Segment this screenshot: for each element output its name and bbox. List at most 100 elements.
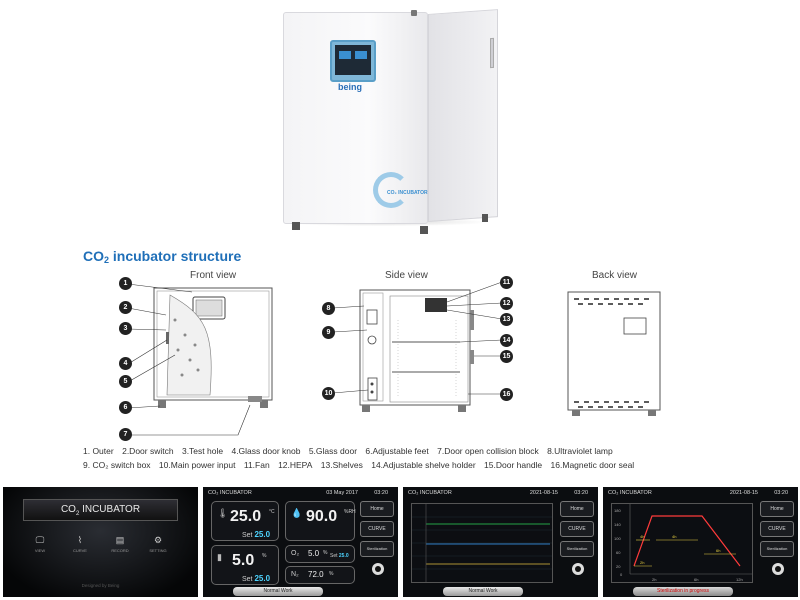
badge-16: 16 xyxy=(500,388,513,401)
co2-value: 5.0 xyxy=(232,552,255,569)
side-view-label: Side view xyxy=(385,270,428,281)
badge-12: 12 xyxy=(500,297,513,310)
record-icon: ▤ xyxy=(115,535,125,545)
curve-button[interactable]: CURVE xyxy=(560,521,594,537)
temperature-setpoint: Set 25.0 xyxy=(242,530,271,539)
co2-setpoint: Set 25.0 xyxy=(242,574,271,583)
dashboard-title-bar: CO₂ INCUBATOR 03 May 2017 03:20 xyxy=(203,487,398,499)
y-tick: 60 xyxy=(616,550,621,555)
back-view-label: Back view xyxy=(592,270,638,281)
humidity-unit: %RH xyxy=(344,509,356,515)
legend-item: 12.HEPA xyxy=(278,460,313,470)
y-tick: 140 xyxy=(614,522,621,527)
n2-tile[interactable]: N₂ 72.0 % xyxy=(285,566,355,584)
legend-item: 13.Shelves xyxy=(320,460,363,470)
touchscreen-display xyxy=(335,45,371,75)
sterilization-date: 2021-08-15 xyxy=(729,490,758,496)
temperature-tile[interactable]: 🌡 25.0 °C Set 25.0 xyxy=(211,501,279,541)
hmi-dashboard-screen: CO₂ INCUBATOR 03 May 2017 03:20 🌡 25.0 °… xyxy=(203,487,398,597)
legend-item: 5.Glass door xyxy=(308,446,358,456)
curve-icon: ⌇ xyxy=(77,535,83,545)
legend-item: 8.Ultraviolet lamp xyxy=(547,446,613,456)
badge-9: 9 xyxy=(322,326,335,339)
co2-tile[interactable]: ▮ 5.0 % Set 25.0 xyxy=(211,545,279,585)
badge-2: 2 xyxy=(119,301,132,314)
sterilization-title-bar: CO₂ INCUBATOR 2021-08-15 03:20 xyxy=(603,487,798,499)
status-bar: Normal Work xyxy=(443,587,523,596)
legend-item: 6.Adjustable feet xyxy=(365,446,429,456)
legend-row-1: 1. Outer 2.Door switch 3.Test hole 4.Gla… xyxy=(83,446,619,456)
settings-gear-icon[interactable] xyxy=(772,563,784,575)
co2-unit: % xyxy=(262,553,267,559)
record-button[interactable]: ▤ RECORD xyxy=(107,535,133,553)
temperature-profile-line xyxy=(633,515,741,567)
status-bar: Sterilization in progress xyxy=(633,587,733,596)
home-button[interactable]: Home xyxy=(560,501,594,517)
n2-value: 72.0 xyxy=(308,570,324,579)
brand-ring-graphic xyxy=(373,172,409,208)
badge-13: 13 xyxy=(500,313,513,326)
foot-rear xyxy=(482,214,488,222)
hmi-sterilization-screen: CO₂ INCUBATOR 2021-08-15 03:20 180 140 1… xyxy=(603,487,798,597)
humidity-value: 90.0 xyxy=(306,508,338,525)
y-tick: 0 xyxy=(620,572,623,577)
dashboard-time: 03:20 xyxy=(374,490,388,496)
dashboard-date: 03 May 2017 xyxy=(326,490,358,496)
view-button[interactable]: 🖵 VIEW xyxy=(27,535,53,553)
badge-10: 10 xyxy=(322,387,335,400)
incubator-side-panel xyxy=(428,9,498,223)
x-tick: 12h xyxy=(736,577,743,582)
curve-date: 2021-08-15 xyxy=(529,490,558,496)
door-latch xyxy=(411,10,417,16)
settings-gear-icon[interactable] xyxy=(372,563,384,575)
gear-icon: ⚙ xyxy=(153,535,163,545)
sterilization-button[interactable]: Sterilization xyxy=(560,541,594,557)
o2-value: 5.0 xyxy=(308,549,320,558)
curve-plot xyxy=(411,503,553,583)
o2-label: O₂ xyxy=(291,550,300,557)
legend-row-2: 9. CO₂ switch box 10.Main power input 11… xyxy=(83,460,640,470)
badge-3: 3 xyxy=(119,322,132,335)
temperature-unit: °C xyxy=(269,509,275,515)
legend-item: 4.Glass door knob xyxy=(231,446,301,456)
curve-button[interactable]: CURVE xyxy=(760,521,794,537)
foot-right xyxy=(420,226,428,234)
x-tick: 2h xyxy=(652,577,656,582)
gas-cylinder-icon: ▮ xyxy=(217,552,222,562)
sterilization-button[interactable]: Sterilization xyxy=(760,541,794,557)
legend-item: 7.Door open collision block xyxy=(437,446,539,456)
thermometer-icon: 🌡 xyxy=(217,508,229,518)
structure-title: CO2 incubator structure xyxy=(83,248,242,265)
humidity-tile[interactable]: 💧 90.0 %RH xyxy=(285,501,356,541)
legend-item: 3.Test hole xyxy=(181,446,224,456)
segment-label: 6h xyxy=(716,548,720,553)
sterilization-time: 03:20 xyxy=(774,490,788,496)
badge-15: 15 xyxy=(500,350,513,363)
splash-menu: 🖵 VIEW ⌇ CURVE ▤ RECORD ⚙ SETTING xyxy=(27,535,177,557)
y-tick: 100 xyxy=(614,536,621,541)
badge-11: 11 xyxy=(500,276,513,289)
legend-item: 16.Magnetic door seal xyxy=(550,460,635,470)
badge-14: 14 xyxy=(500,334,513,347)
x-tick: 6h xyxy=(694,577,698,582)
splash-title: CO2 INCUBATOR xyxy=(23,499,178,521)
o2-tile[interactable]: O₂ 5.0 % Set 25.0 xyxy=(285,545,355,563)
segment-label: 2h xyxy=(640,560,644,565)
legend-item: 11.Fan xyxy=(243,460,270,470)
back-view-diagram xyxy=(567,291,661,416)
home-button[interactable]: Home xyxy=(360,501,394,517)
curve-button[interactable]: CURVE xyxy=(360,521,394,537)
n2-label: N₂ xyxy=(291,571,299,578)
settings-gear-icon[interactable] xyxy=(572,563,584,575)
sterilization-button[interactable]: Sterilization xyxy=(360,541,394,557)
legend-item: 15.Door handle xyxy=(484,460,543,470)
y-tick: 180 xyxy=(614,508,621,513)
legend-item: 9. CO₂ switch box xyxy=(83,460,151,470)
curve-button[interactable]: ⌇ CURVE xyxy=(67,535,93,553)
badge-6: 6 xyxy=(119,401,132,414)
home-button[interactable]: Home xyxy=(760,501,794,517)
badge-8: 8 xyxy=(322,302,335,315)
setting-button[interactable]: ⚙ SETTING xyxy=(145,535,171,553)
sterilization-header: CO₂ INCUBATOR xyxy=(608,490,652,496)
curve-plot-svg xyxy=(412,504,552,582)
